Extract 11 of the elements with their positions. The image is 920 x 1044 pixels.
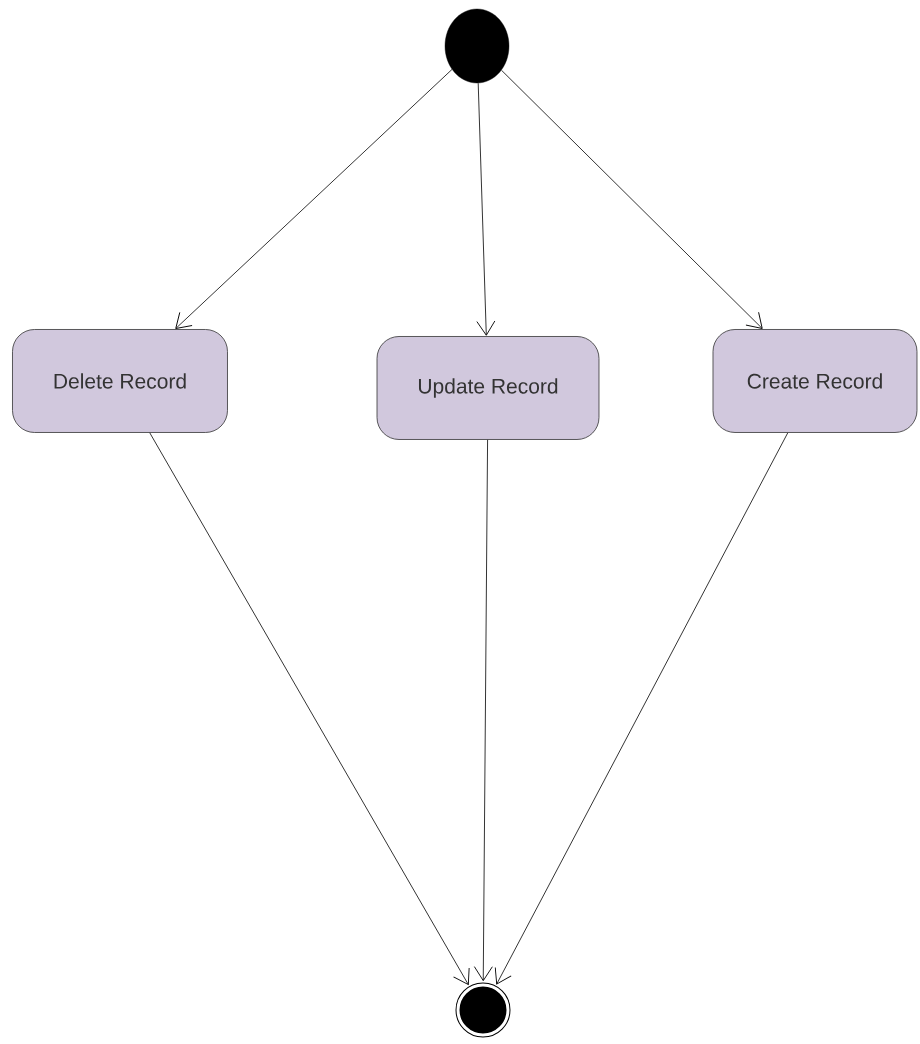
arrow [149, 432, 470, 986]
arrow [501, 69, 763, 329]
final-state [452, 979, 514, 1041]
initial-state [444, 8, 510, 84]
action-box: Update Record [376, 336, 600, 440]
arrow [494, 432, 789, 985]
arrow [473, 439, 493, 982]
action-box: Create Record [712, 329, 918, 433]
action-box: Delete Record [12, 329, 228, 433]
arrow [175, 69, 453, 329]
arrow [476, 82, 496, 336]
